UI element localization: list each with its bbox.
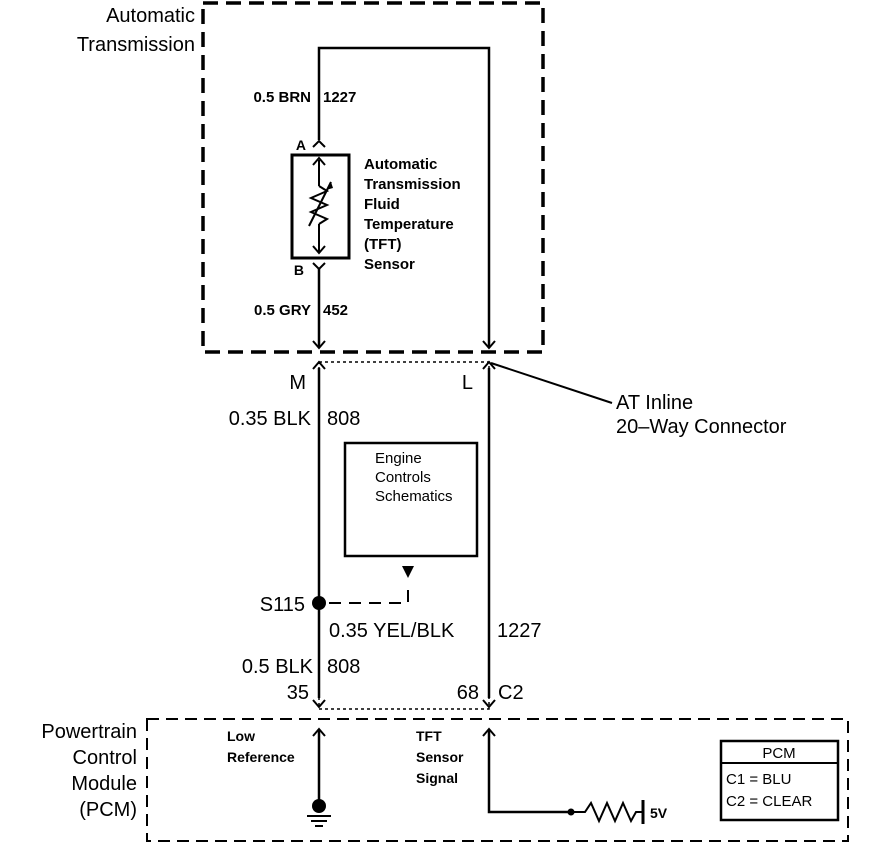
pcm-connector-c2: C2 — [498, 682, 524, 704]
wire-blk-lower-gauge: 0.5 BLK — [242, 656, 314, 678]
wire-brn-gauge: 0.5 BRN — [253, 89, 311, 106]
engine-controls-box — [343, 441, 479, 558]
ground-node-dot — [312, 799, 326, 813]
pin-b-chevron-icon — [312, 262, 326, 271]
legend-c2: C2 = CLEAR — [726, 793, 812, 810]
legend-c1: C1 = BLU — [726, 771, 791, 788]
connector-name-line2: 20–Way Connector — [616, 416, 787, 438]
wire-yel-gauge: 0.35 YEL/BLK — [329, 620, 455, 642]
pin-b-label: B — [294, 262, 304, 278]
transmission-title-line1: Automatic — [106, 5, 195, 27]
pullup-resistor-icon — [571, 800, 642, 824]
low-ref-arrow-icon — [312, 727, 326, 737]
low-ref-label-line2: Reference — [227, 749, 295, 765]
tft-signal-label-line3: Signal — [416, 770, 458, 786]
tft-sensor — [290, 153, 351, 260]
wire-blk-upper-circuit: 808 — [327, 408, 360, 430]
connector-m-upper-arrow-icon — [312, 340, 326, 350]
tft-signal-label-line1: TFT — [416, 728, 442, 744]
pcm-enclosure — [146, 718, 849, 842]
pcm-pin-68: 68 — [457, 682, 479, 704]
tft-signal-arrow-icon — [482, 727, 496, 737]
low-ref-label-line1: Low — [227, 728, 255, 744]
wire-brn-circuit: 1227 — [323, 89, 356, 106]
pin-a-label: A — [296, 137, 306, 153]
connector-name-line1: AT Inline — [616, 392, 693, 414]
reference-arrow-icon — [402, 566, 414, 578]
sensor-label-line5: (TFT) — [364, 236, 401, 253]
sensor-label-line3: Fluid — [364, 196, 400, 213]
wire-gry-circuit: 452 — [323, 302, 348, 319]
pcm-title-line3: Module — [71, 773, 137, 795]
connector-callout-line — [490, 362, 613, 404]
connector-housing-dotted — [318, 361, 490, 710]
pcm-pin-35-arrow-icon — [312, 699, 326, 709]
pcm-legend — [719, 739, 840, 822]
pcm-pin-35: 35 — [287, 682, 309, 704]
wire-blk-upper-gauge: 0.35 BLK — [229, 408, 312, 430]
wire-blk-lower-circuit: 808 — [327, 656, 360, 678]
sensor-label-line2: Transmission — [364, 176, 461, 193]
connector-pin-l: L — [462, 372, 473, 394]
splice-s115-dot — [312, 596, 326, 610]
engine-box-line3: Schematics — [375, 488, 453, 505]
pin-a-chevron-icon — [312, 139, 326, 148]
engine-box-line2: Controls — [375, 469, 431, 486]
tft-signal-wire — [487, 730, 569, 814]
connector-l-upper-arrow-icon — [482, 340, 496, 350]
pcm-pin-68-arrow-icon — [482, 699, 496, 709]
pcm-title-line2: Control — [73, 747, 137, 769]
splice-reference-dashed — [329, 586, 409, 604]
engine-box-line1: Engine — [375, 450, 422, 467]
legend-title: PCM — [762, 745, 795, 762]
wire-yel-circuit: 1227 — [497, 620, 542, 642]
sensor-label-line1: Automatic — [364, 156, 437, 173]
tft-signal-label-line2: Sensor — [416, 749, 464, 765]
sensor-label-line6: Sensor — [364, 256, 415, 273]
brn-wire-loop — [317, 46, 491, 347]
supply-voltage-label: 5V — [650, 805, 668, 821]
transmission-title-line2: Transmission — [77, 34, 195, 56]
splice-label: S115 — [260, 594, 305, 616]
pcm-title-line4: (PCM) — [79, 799, 137, 821]
ground-icon — [307, 815, 331, 827]
sensor-label-line4: Temperature — [364, 216, 454, 233]
pcm-title-line1: Powertrain — [41, 721, 137, 743]
connector-pin-m: M — [289, 372, 306, 394]
wire-gry-gauge: 0.5 GRY — [254, 302, 311, 319]
